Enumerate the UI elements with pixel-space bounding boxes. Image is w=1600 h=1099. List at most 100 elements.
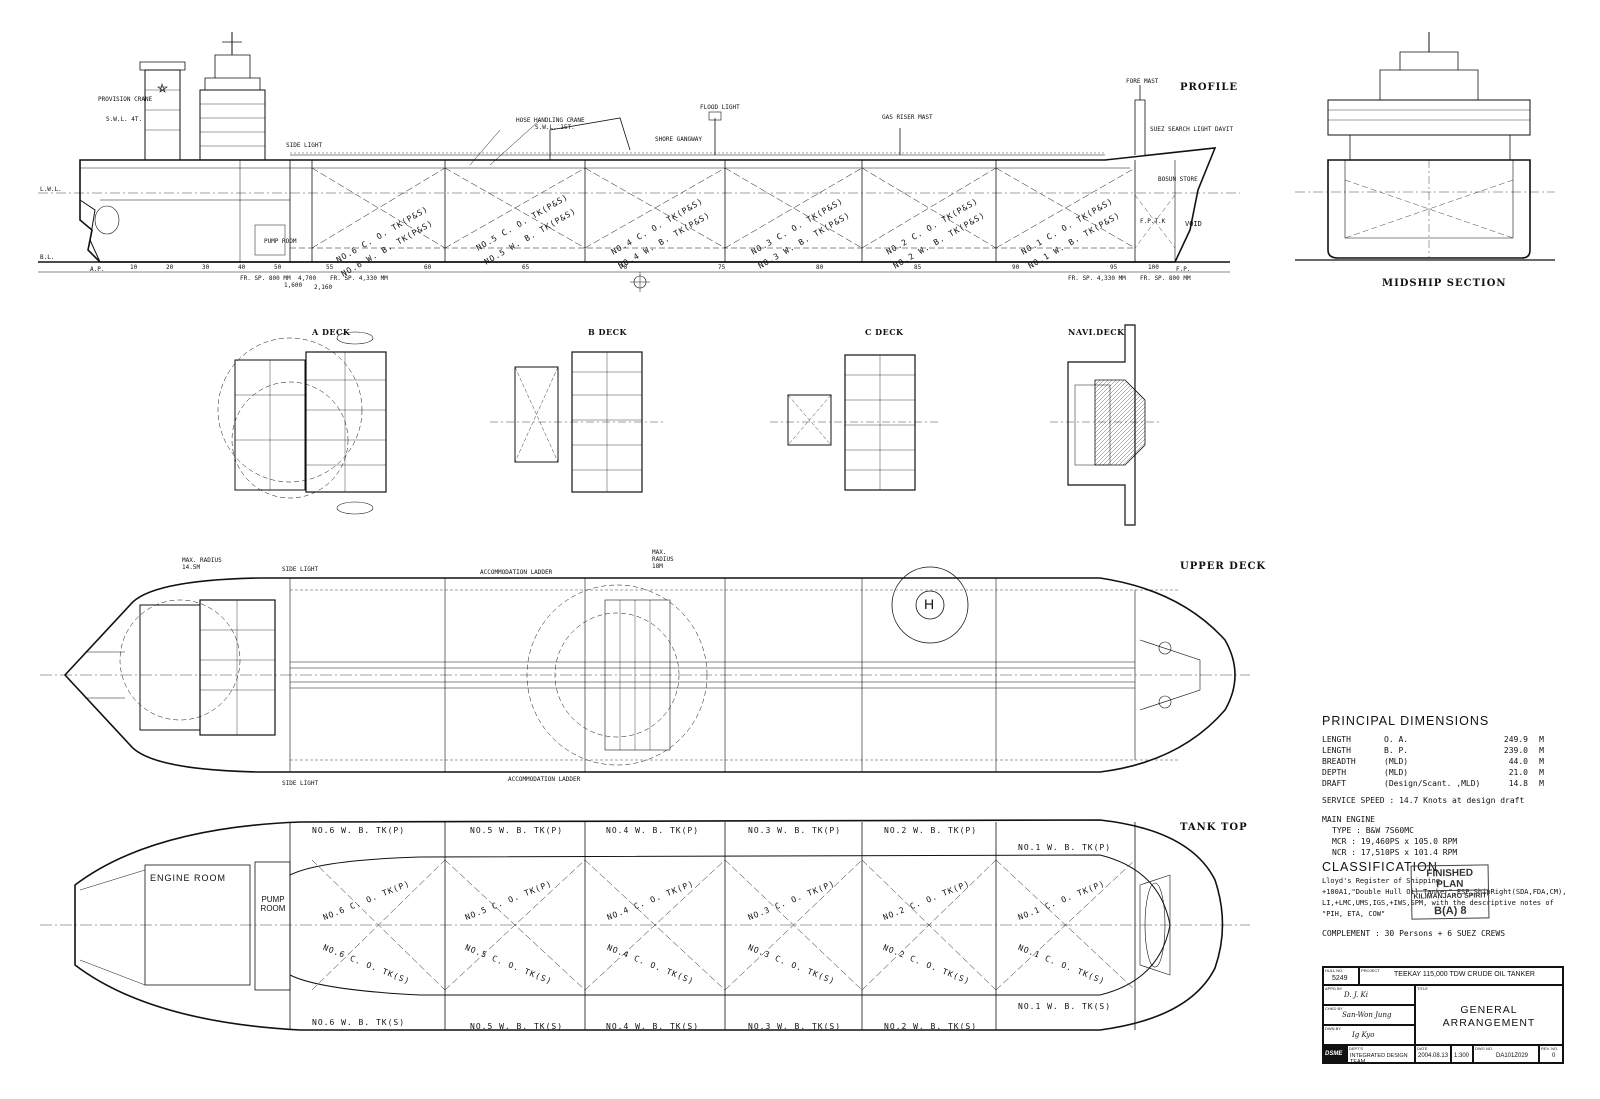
dimension-row: LENGTH O. A. 249.9 M	[1322, 734, 1544, 745]
tank-top-tank-label: NO.4 W. B. TK(P)	[606, 826, 700, 835]
dimension-qualifier: (MLD)	[1384, 757, 1409, 766]
approved-caption: APPD BY	[1325, 986, 1343, 991]
classification-line: +100A1,"Double Hull Oil Tanker",ESP,Ship…	[1322, 888, 1567, 896]
max-radius-label: MAX. RADIUS 18M	[652, 549, 674, 570]
accommodation-ladder-label: ACCOMMODATION LADDER	[480, 569, 553, 576]
tank-top-tank-label: NO.1 W. B. TK(S)	[1018, 1002, 1112, 1011]
engine-room-label: ENGINE ROOM	[150, 873, 227, 883]
tank-top-tank-label: NO.2 W. B. TK(S)	[884, 1022, 978, 1031]
frame-number: 100	[1148, 264, 1159, 271]
b-deck-title: B DECK	[588, 327, 627, 337]
midship-section-view	[1295, 32, 1555, 261]
upper-deck-title: UPPER DECK	[1180, 561, 1267, 572]
tank-top-title: TANK TOP	[1180, 822, 1248, 833]
baseline-label: B.L.	[40, 254, 55, 261]
finished-plan-stamp: FINISHED PLAN KILIMANJARO SPIRIT B(A) 8	[1410, 864, 1490, 920]
principal-dimensions-panel: PRINCIPAL DIMENSIONS LENGTH O. A. 249.9 …	[1322, 715, 1567, 939]
suez-light-label: SUEZ SEARCH LIGHT DAVIT	[1150, 126, 1234, 133]
stamp-line: KILIMANJARO SPIRIT	[1411, 889, 1489, 901]
flood-light-label: FLOOD LIGHT	[700, 104, 740, 111]
dimension-value: 21.0	[1508, 768, 1528, 777]
midship-section-title: MIDSHIP SECTION	[1382, 278, 1507, 289]
complement: COMPLEMENT : 30 Persons + 6 SUEZ CREWS	[1322, 929, 1506, 938]
frame-number: 85	[914, 264, 922, 271]
navi-deck-title: NAVI.DECK	[1068, 327, 1125, 337]
spacing-dimension: 1,600	[284, 282, 303, 289]
checked-signature: San-Won Jung	[1342, 1011, 1392, 1019]
date-caption: DATE	[1417, 1046, 1428, 1051]
dimension-row: LENGTH B. P. 239.0 M	[1322, 745, 1544, 756]
upper-side-light-label: SIDE LIGHT	[282, 780, 319, 787]
dsme-logo: DSME	[1323, 1045, 1347, 1063]
title-block: HULL NO. 5249 PROJECT TEEKAY 115,000 TDW…	[1322, 966, 1564, 1065]
dimension-qualifier: B. P.	[1384, 746, 1409, 755]
dimension-unit: M	[1539, 757, 1544, 766]
tank-top-plan	[40, 819, 1250, 1031]
fore-mast-label: FORE MAST	[1126, 78, 1159, 85]
classification-line: LI,+LMC,UMS,IGS,+IWS,SPM, with the descr…	[1322, 899, 1554, 907]
accommodation-ladder-label: ACCOMMODATION LADDER	[508, 776, 581, 783]
max-radius-label: MAX. RADIUS 14.5M	[182, 557, 222, 571]
frame-number: 50	[274, 264, 282, 271]
tank-top-tank-label: NO.3 W. B. TK(S)	[748, 1022, 842, 1031]
frame-number: 95	[1110, 264, 1118, 271]
frame-number: 20	[166, 264, 174, 271]
engine-ncr: NCR : 17,510PS x 101.4 RPM	[1332, 848, 1458, 857]
hose-crane-label: HOSE HANDLING CRANE	[516, 117, 585, 124]
drawn-by-cell: DWN BY Ig Kyo	[1323, 1025, 1415, 1045]
hull-no-cell: HULL NO. 5249	[1323, 967, 1359, 985]
spacing-dimension: 4,700	[298, 275, 317, 282]
scale-value: 1:300	[1454, 1053, 1470, 1059]
revision-caption: REV. NO.	[1541, 1046, 1559, 1051]
title-caption: TITLE	[1417, 986, 1428, 991]
a-deck-title: A DECK	[312, 327, 351, 337]
dimension-name: DEPTH	[1322, 768, 1347, 777]
service-speed: SERVICE SPEED : 14.7 Knots at design dra…	[1322, 796, 1525, 805]
c-deck-title: C DECK	[865, 327, 904, 337]
dimension-name: BREADTH	[1322, 757, 1356, 766]
scale-cell: 1:300	[1451, 1045, 1473, 1063]
dimension-value: 44.0	[1508, 757, 1528, 766]
frame-number: 70	[620, 264, 628, 271]
approved-by-cell: APPD BY D. J. Ki	[1323, 985, 1415, 1005]
dimension-unit: M	[1539, 746, 1544, 755]
logo-text: DSME	[1325, 1051, 1343, 1057]
helideck-marking: H	[924, 596, 935, 612]
dimensions-table: LENGTH O. A. 249.9 M LENGTH B. P. 239.0 …	[1322, 734, 1544, 789]
classification-line: "PIH, ETA, COW"	[1322, 910, 1386, 918]
drawing-title-line1: GENERAL	[1460, 1004, 1518, 1016]
fp-label: F.P.	[1176, 266, 1191, 273]
approved-signature: D. J. Ki	[1344, 991, 1368, 999]
hull-no-value: 5249	[1332, 975, 1348, 982]
tank-top-tank-label: NO.6 W. B. TK(P)	[312, 826, 406, 835]
checked-caption: CHKD BY	[1325, 1006, 1343, 1011]
dimension-qualifier: (MLD)	[1384, 768, 1409, 777]
frame-number: 80	[816, 264, 824, 271]
date-value: 2004.08.13	[1418, 1053, 1449, 1059]
tank-top-tank-label: NO.2 W. B. TK(P)	[884, 826, 978, 835]
tank-top-tank-label: NO.6 W. B. TK(S)	[312, 1018, 406, 1027]
side-light-label: SIDE LIGHT	[286, 142, 323, 149]
revision-cell: REV. NO. 0	[1539, 1045, 1563, 1063]
department-caption: DEPT'S	[1349, 1046, 1364, 1051]
pump-room-label: PUMP ROOM	[264, 238, 297, 245]
dimension-row: DRAFT (Design/Scant. ,MLD) 14.8 M	[1322, 778, 1544, 789]
dimension-name: DRAFT	[1322, 779, 1347, 788]
frame-number: 40	[238, 264, 246, 271]
drawing-number-value: DA101Z029	[1496, 1053, 1529, 1059]
frame-number: 10	[130, 264, 138, 271]
title-cell: TITLE GENERAL ARRANGEMENT	[1415, 985, 1563, 1045]
department-value: INTEGRATED DESIGN TEAM	[1350, 1053, 1408, 1065]
tank-top-tank-label: NO.3 W. B. TK(P)	[748, 826, 842, 835]
dimension-value: 14.8	[1508, 779, 1528, 788]
engine-type: TYPE : B&W 7S60MC	[1332, 826, 1414, 835]
b-deck-plan	[490, 351, 665, 493]
profile-title: PROFILE	[1180, 82, 1238, 93]
navi-deck-plan	[1050, 324, 1160, 526]
bosun-store-label: BOSUN STORE	[1158, 176, 1198, 183]
provision-crane-label: PROVISION CRANE	[98, 96, 153, 103]
fptk-label: F.P.T.K	[1140, 218, 1166, 225]
a-deck-plan	[217, 331, 387, 515]
dimension-name: LENGTH	[1322, 735, 1351, 744]
